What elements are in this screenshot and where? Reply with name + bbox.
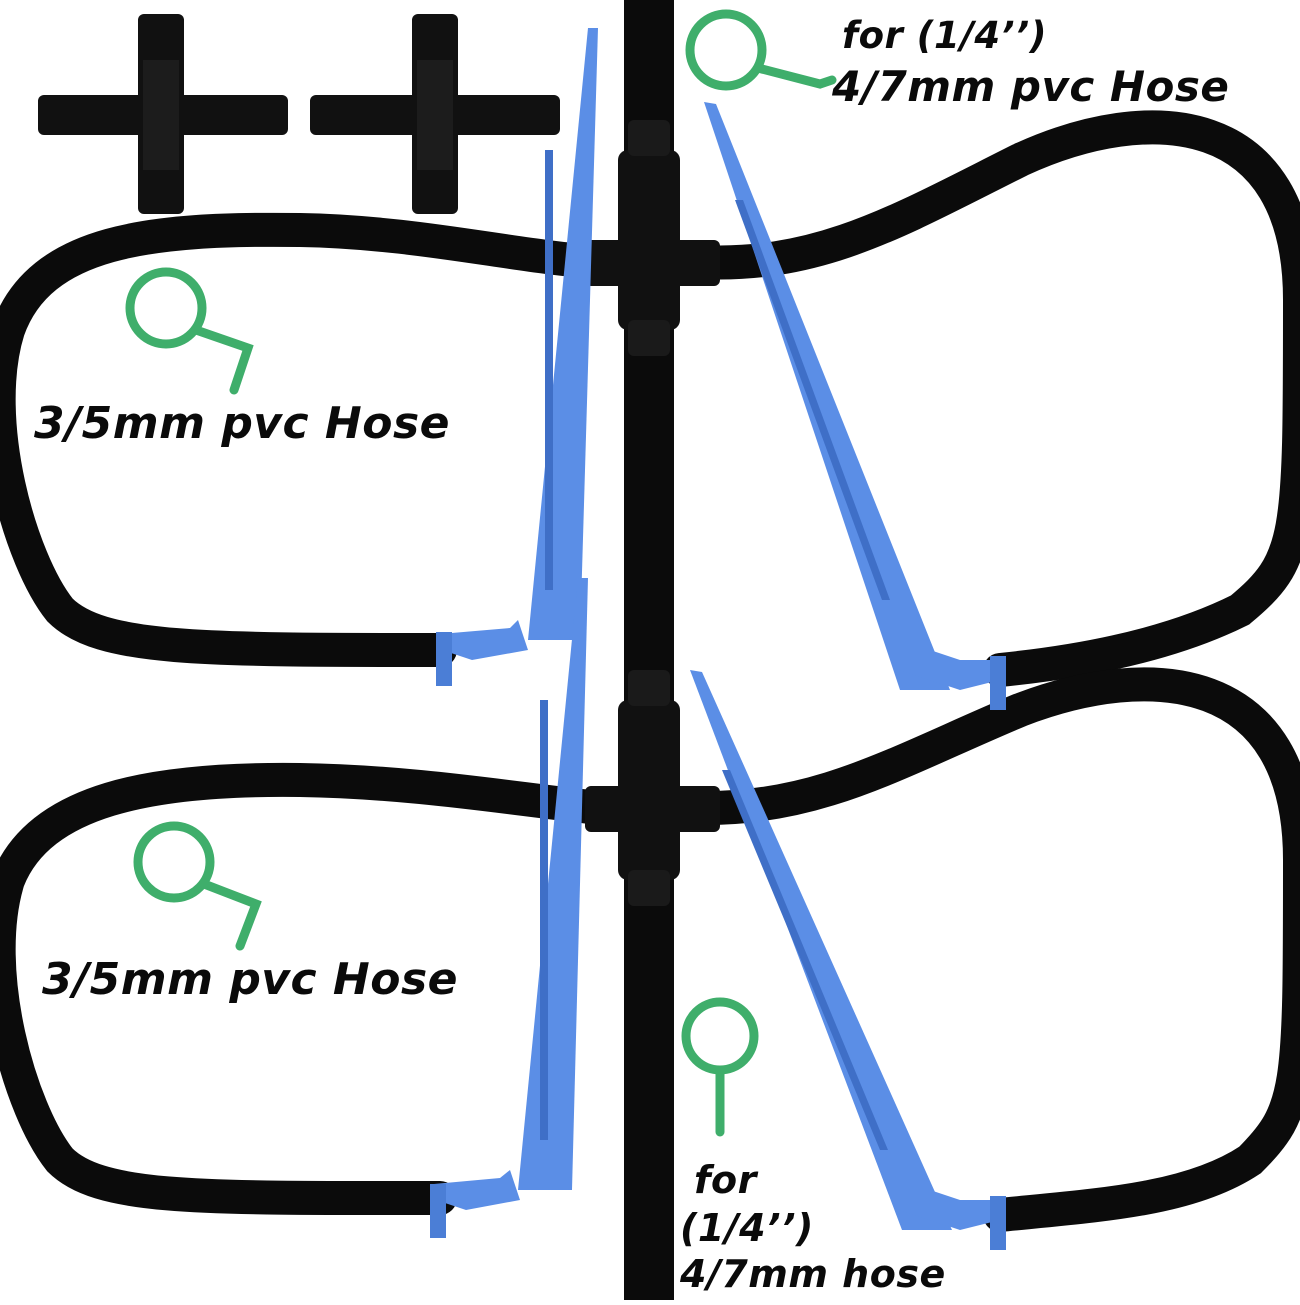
magnifier-icon <box>685 9 837 91</box>
cross-connector-icon <box>38 14 288 214</box>
lower-left-hose-label: 3/5mm pvc Hose <box>42 954 458 1005</box>
magnifier-icon <box>133 821 262 951</box>
bottom-hose-label-line3: 4/7mm hose <box>680 1252 946 1296</box>
upper-left-hose-label: 3/5mm pvc Hose <box>34 398 450 449</box>
bottom-hose-label-line2: (1/4’’) <box>680 1206 814 1250</box>
upper-right-hose <box>683 110 1300 687</box>
lower-left-hose <box>0 762 617 1216</box>
upper-left-hose <box>0 212 617 667</box>
top-hose-label-line2: 4/7mm pvc Hose <box>832 62 1230 111</box>
drip-stake-icon <box>430 578 588 1238</box>
lower-center-connector <box>585 670 720 906</box>
cross-connector-icon <box>310 14 560 214</box>
bottom-hose-label-line1: for <box>694 1158 757 1202</box>
drip-stake-icon <box>690 670 1006 1250</box>
drip-stake-icon <box>704 102 1006 710</box>
drip-stake-icon <box>436 28 598 686</box>
magnifier-icon <box>125 267 254 395</box>
top-hose-label-line1: for (1/4’’) <box>842 14 1048 57</box>
upper-center-connector <box>585 120 720 356</box>
lower-right-hose <box>683 667 1300 1232</box>
magnifier-icon <box>681 997 759 1137</box>
